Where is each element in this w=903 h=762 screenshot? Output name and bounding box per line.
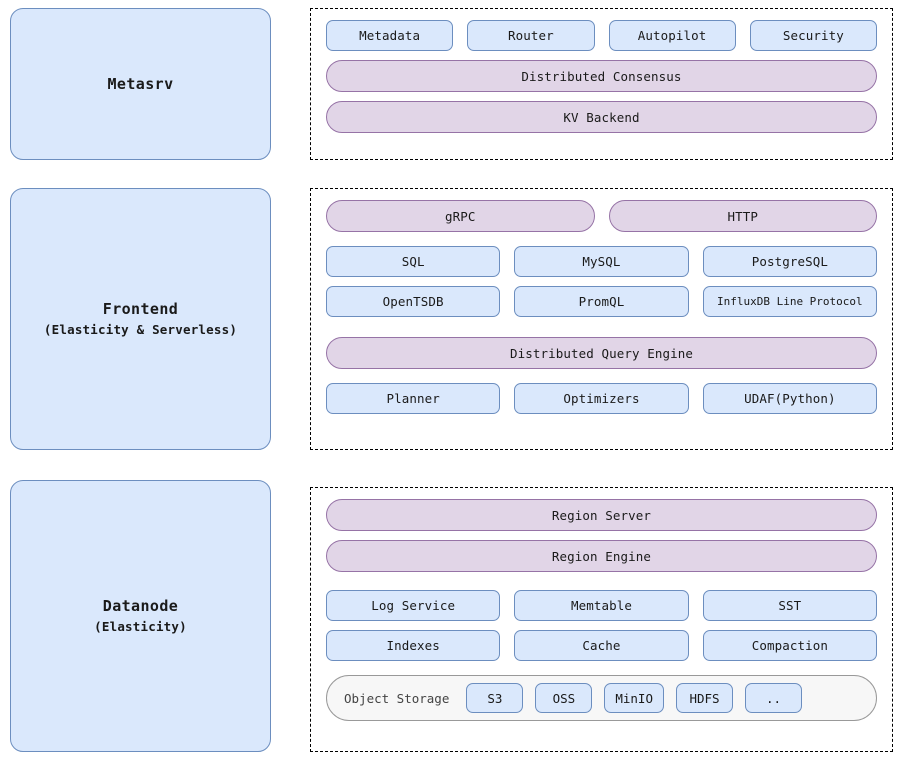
component-group-frontend: gRPC HTTP SQL MySQL PostgreSQL OpenTSDB … xyxy=(310,188,893,450)
frontend-engine-parts-row: Planner Optimizers UDAF(Python) xyxy=(326,383,877,414)
node-subtitle-datanode: (Elasticity) xyxy=(94,618,187,634)
component-promql[interactable]: PromQL xyxy=(514,286,689,317)
component-metadata[interactable]: Metadata xyxy=(326,20,454,51)
component-influxdb-line-protocol[interactable]: InfluxDB Line Protocol xyxy=(702,286,877,317)
component-indexes[interactable]: Indexes xyxy=(326,630,501,661)
storage-backend-more[interactable]: .. xyxy=(745,683,802,713)
frontend-protocol-row-1: SQL MySQL PostgreSQL xyxy=(326,246,877,277)
object-storage-container: Object Storage S3 OSS MinIO HDFS .. xyxy=(326,675,877,721)
storage-backend-s3[interactable]: S3 xyxy=(466,683,524,713)
component-distributed-query-engine[interactable]: Distributed Query Engine xyxy=(326,337,877,369)
component-distributed-consensus[interactable]: Distributed Consensus xyxy=(326,60,877,92)
component-grpc[interactable]: gRPC xyxy=(326,200,595,232)
datanode-object-storage-row: Object Storage S3 OSS MinIO HDFS .. xyxy=(326,675,877,721)
component-opentsdb[interactable]: OpenTSDB xyxy=(326,286,501,317)
metasrv-services-row: Metadata Router Autopilot Security xyxy=(326,20,877,51)
node-title-frontend: Frontend xyxy=(102,300,179,319)
component-sql[interactable]: SQL xyxy=(326,246,501,277)
datanode-storage-parts-row-1: Log Service Memtable SST xyxy=(326,590,877,621)
component-log-service[interactable]: Log Service xyxy=(326,590,501,621)
component-region-server[interactable]: Region Server xyxy=(326,499,877,531)
storage-backend-oss[interactable]: OSS xyxy=(535,683,593,713)
datanode-storage-parts-row-2: Indexes Cache Compaction xyxy=(326,630,877,661)
component-planner[interactable]: Planner xyxy=(326,383,501,414)
component-sst[interactable]: SST xyxy=(702,590,877,621)
storage-backend-minio[interactable]: MinIO xyxy=(604,683,664,713)
node-panel-frontend: Frontend (Elasticity & Serverless) xyxy=(10,188,271,450)
datanode-region-server-row: Region Server xyxy=(326,499,877,531)
component-compaction[interactable]: Compaction xyxy=(702,630,877,661)
node-panel-metasrv: Metasrv xyxy=(10,8,271,160)
node-subtitle-frontend: (Elasticity & Serverless) xyxy=(43,321,238,337)
component-memtable[interactable]: Memtable xyxy=(514,590,689,621)
component-group-datanode: Region Server Region Engine Log Service … xyxy=(310,487,893,752)
component-region-engine[interactable]: Region Engine xyxy=(326,540,877,572)
component-autopilot[interactable]: Autopilot xyxy=(608,20,736,51)
component-security[interactable]: Security xyxy=(749,20,877,51)
frontend-query-engine-row: Distributed Query Engine xyxy=(326,337,877,369)
component-http[interactable]: HTTP xyxy=(608,200,877,232)
component-optimizers[interactable]: Optimizers xyxy=(514,383,689,414)
component-udaf-python[interactable]: UDAF(Python) xyxy=(702,383,877,414)
component-postgresql[interactable]: PostgreSQL xyxy=(702,246,877,277)
component-mysql[interactable]: MySQL xyxy=(514,246,689,277)
metasrv-consensus-row: Distributed Consensus xyxy=(326,60,877,92)
metasrv-kv-row: KV Backend xyxy=(326,101,877,133)
node-panel-datanode: Datanode (Elasticity) xyxy=(10,480,271,752)
component-group-metasrv: Metadata Router Autopilot Security Distr… xyxy=(310,8,893,160)
datanode-region-engine-row: Region Engine xyxy=(326,540,877,572)
component-kv-backend[interactable]: KV Backend xyxy=(326,101,877,133)
component-cache[interactable]: Cache xyxy=(514,630,689,661)
frontend-protocol-row-2: OpenTSDB PromQL InfluxDB Line Protocol xyxy=(326,286,877,317)
node-title-metasrv: Metasrv xyxy=(107,74,174,93)
component-router[interactable]: Router xyxy=(467,20,595,51)
frontend-transport-row: gRPC HTTP xyxy=(326,200,877,232)
storage-backend-hdfs[interactable]: HDFS xyxy=(676,683,733,713)
node-title-datanode: Datanode xyxy=(102,597,179,616)
object-storage-label: Object Storage xyxy=(344,690,450,706)
